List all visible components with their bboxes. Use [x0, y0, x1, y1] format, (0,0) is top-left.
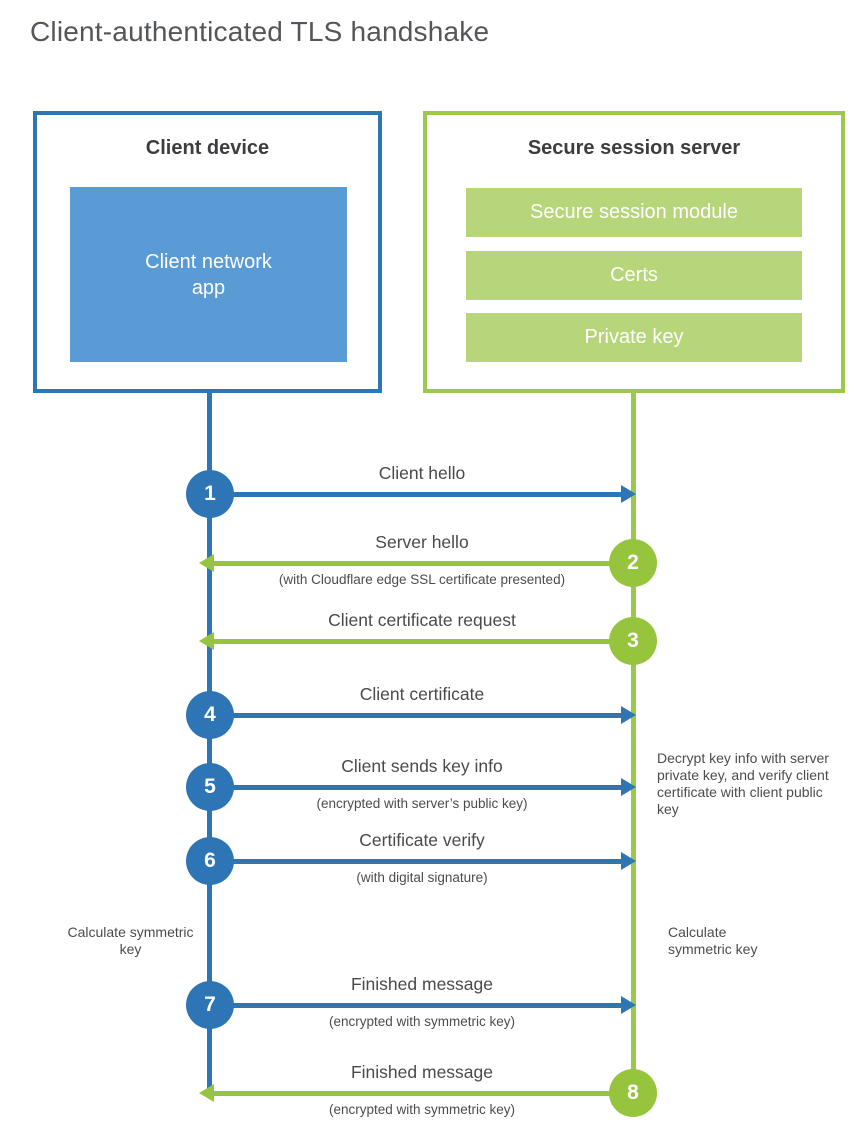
- step-5-subtitle: (encrypted with server’s public key): [316, 796, 528, 811]
- calculate-symmetric-key-note-server: Calculate symmetric key: [668, 924, 758, 957]
- arrowhead-left-icon: [199, 554, 214, 572]
- server-module-certs: Certs: [466, 251, 802, 300]
- client-device-title: Client device: [145, 137, 270, 159]
- arrowhead-right-icon: [621, 485, 636, 503]
- client-network-app-rect: Client network app: [70, 187, 347, 362]
- step-6-subtitle: (with digital signature): [356, 870, 488, 885]
- step-circle-1: 1: [186, 470, 234, 518]
- arrowhead-left-icon: [199, 1084, 214, 1102]
- step-circle-7: 7: [186, 981, 234, 1029]
- arrow-step-1: [210, 492, 622, 497]
- step-circle-4: 4: [186, 691, 234, 739]
- step-circle-3: 3: [609, 617, 657, 665]
- step-6-label: Certificate verify: [359, 830, 485, 850]
- step-circle-5: 5: [186, 763, 234, 811]
- client-network-app-label: Client network app: [145, 250, 272, 299]
- arrow-step-4: [210, 713, 622, 718]
- step-4-label: Client certificate: [359, 684, 485, 704]
- step-1-label: Client hello: [378, 463, 466, 483]
- step-2-subtitle: (with Cloudflare edge SSL certificate pr…: [278, 572, 566, 587]
- arrow-step-6: [210, 859, 622, 864]
- secure-session-server-title: Secure session server: [527, 137, 741, 159]
- step-circle-8: 8: [609, 1069, 657, 1117]
- arrowhead-right-icon: [621, 852, 636, 870]
- arrowhead-right-icon: [621, 778, 636, 796]
- arrow-step-7: [210, 1003, 622, 1008]
- step-7-label: Finished message: [350, 974, 494, 994]
- calculate-symmetric-key-note-client: Calculate symmetric key: [67, 924, 194, 957]
- page-title: Client-authenticated TLS handshake: [30, 16, 490, 47]
- step-8-subtitle: (encrypted with symmetric key): [328, 1102, 516, 1117]
- step-7-subtitle: (encrypted with symmetric key): [328, 1014, 516, 1029]
- server-module-secure-session: Secure session module: [466, 188, 802, 237]
- step-circle-6: 6: [186, 837, 234, 885]
- step-circle-2: 2: [609, 539, 657, 587]
- step-5-label: Client sends key info: [341, 756, 503, 776]
- arrowhead-left-icon: [199, 632, 214, 650]
- arrow-step-5: [210, 785, 622, 790]
- step-2-label: Server hello: [375, 532, 469, 552]
- decrypt-key-info-note: Decrypt key info with server private key…: [657, 750, 829, 817]
- arrow-step-8: [214, 1091, 633, 1096]
- step-3-label: Client certificate request: [328, 610, 516, 630]
- server-module-private-key: Private key: [466, 313, 802, 362]
- arrowhead-right-icon: [621, 996, 636, 1014]
- server-lifeline: [631, 391, 636, 1093]
- arrow-step-2: [214, 561, 633, 566]
- step-8-label: Finished message: [350, 1062, 494, 1082]
- client-lifeline: [207, 391, 212, 1093]
- arrowhead-right-icon: [621, 706, 636, 724]
- arrow-step-3: [214, 639, 633, 644]
